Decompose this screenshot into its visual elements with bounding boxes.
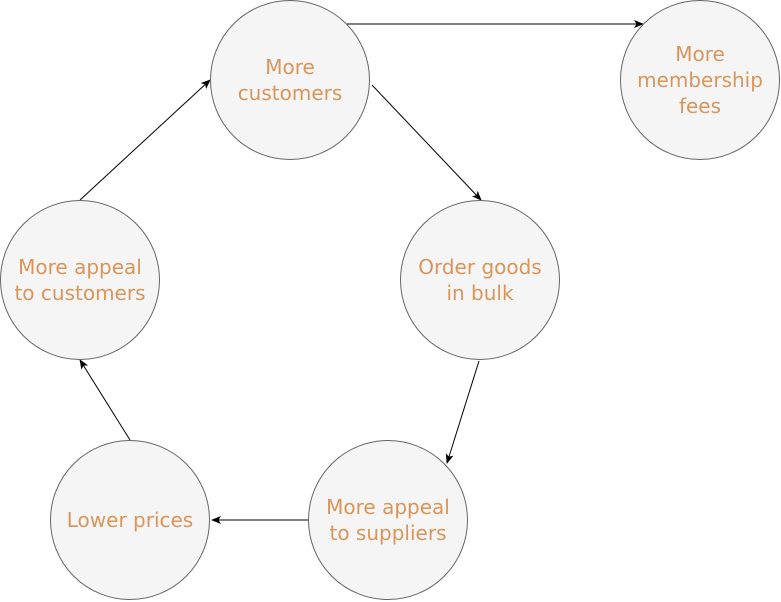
node-order-bulk: Order goods in bulk — [400, 200, 560, 360]
label-line: to customers — [14, 281, 146, 305]
arrow-customers-to-order-bulk — [371, 84, 482, 201]
label-line: to suppliers — [329, 521, 447, 545]
label-line: Lower prices — [66, 508, 194, 532]
label-line: More appeal — [326, 495, 450, 519]
node-membership-fees: More membership fees — [620, 0, 780, 160]
label-line: More — [675, 42, 725, 66]
node-appeal-customers: More appeal to customers — [0, 200, 160, 360]
node-order-bulk-label: Order goods in bulk — [401, 254, 559, 306]
label-line: customers — [237, 81, 343, 105]
arrow-lower-prices-to-appeal-customers — [79, 359, 131, 441]
node-membership-fees-label: More membership fees — [621, 41, 779, 119]
node-more-customers: More customers — [210, 0, 370, 160]
node-lower-prices-label: Lower prices — [51, 507, 209, 533]
arrow-appeal-customers-to-more-customers — [79, 79, 211, 201]
label-line: membership — [637, 68, 763, 92]
arrow-order-bulk-to-appeal-suppliers — [445, 360, 480, 464]
label-line: More — [265, 55, 315, 79]
node-appeal-suppliers: More appeal to suppliers — [308, 440, 468, 600]
node-lower-prices: Lower prices — [50, 440, 210, 600]
node-appeal-suppliers-label: More appeal to suppliers — [309, 494, 467, 546]
node-appeal-customers-label: More appeal to customers — [1, 254, 159, 306]
label-line: fees — [678, 94, 722, 118]
node-more-customers-label: More customers — [211, 54, 369, 106]
label-line: Order goods — [418, 255, 542, 279]
label-line: More appeal — [18, 255, 142, 279]
label-line: in bulk — [446, 281, 514, 305]
